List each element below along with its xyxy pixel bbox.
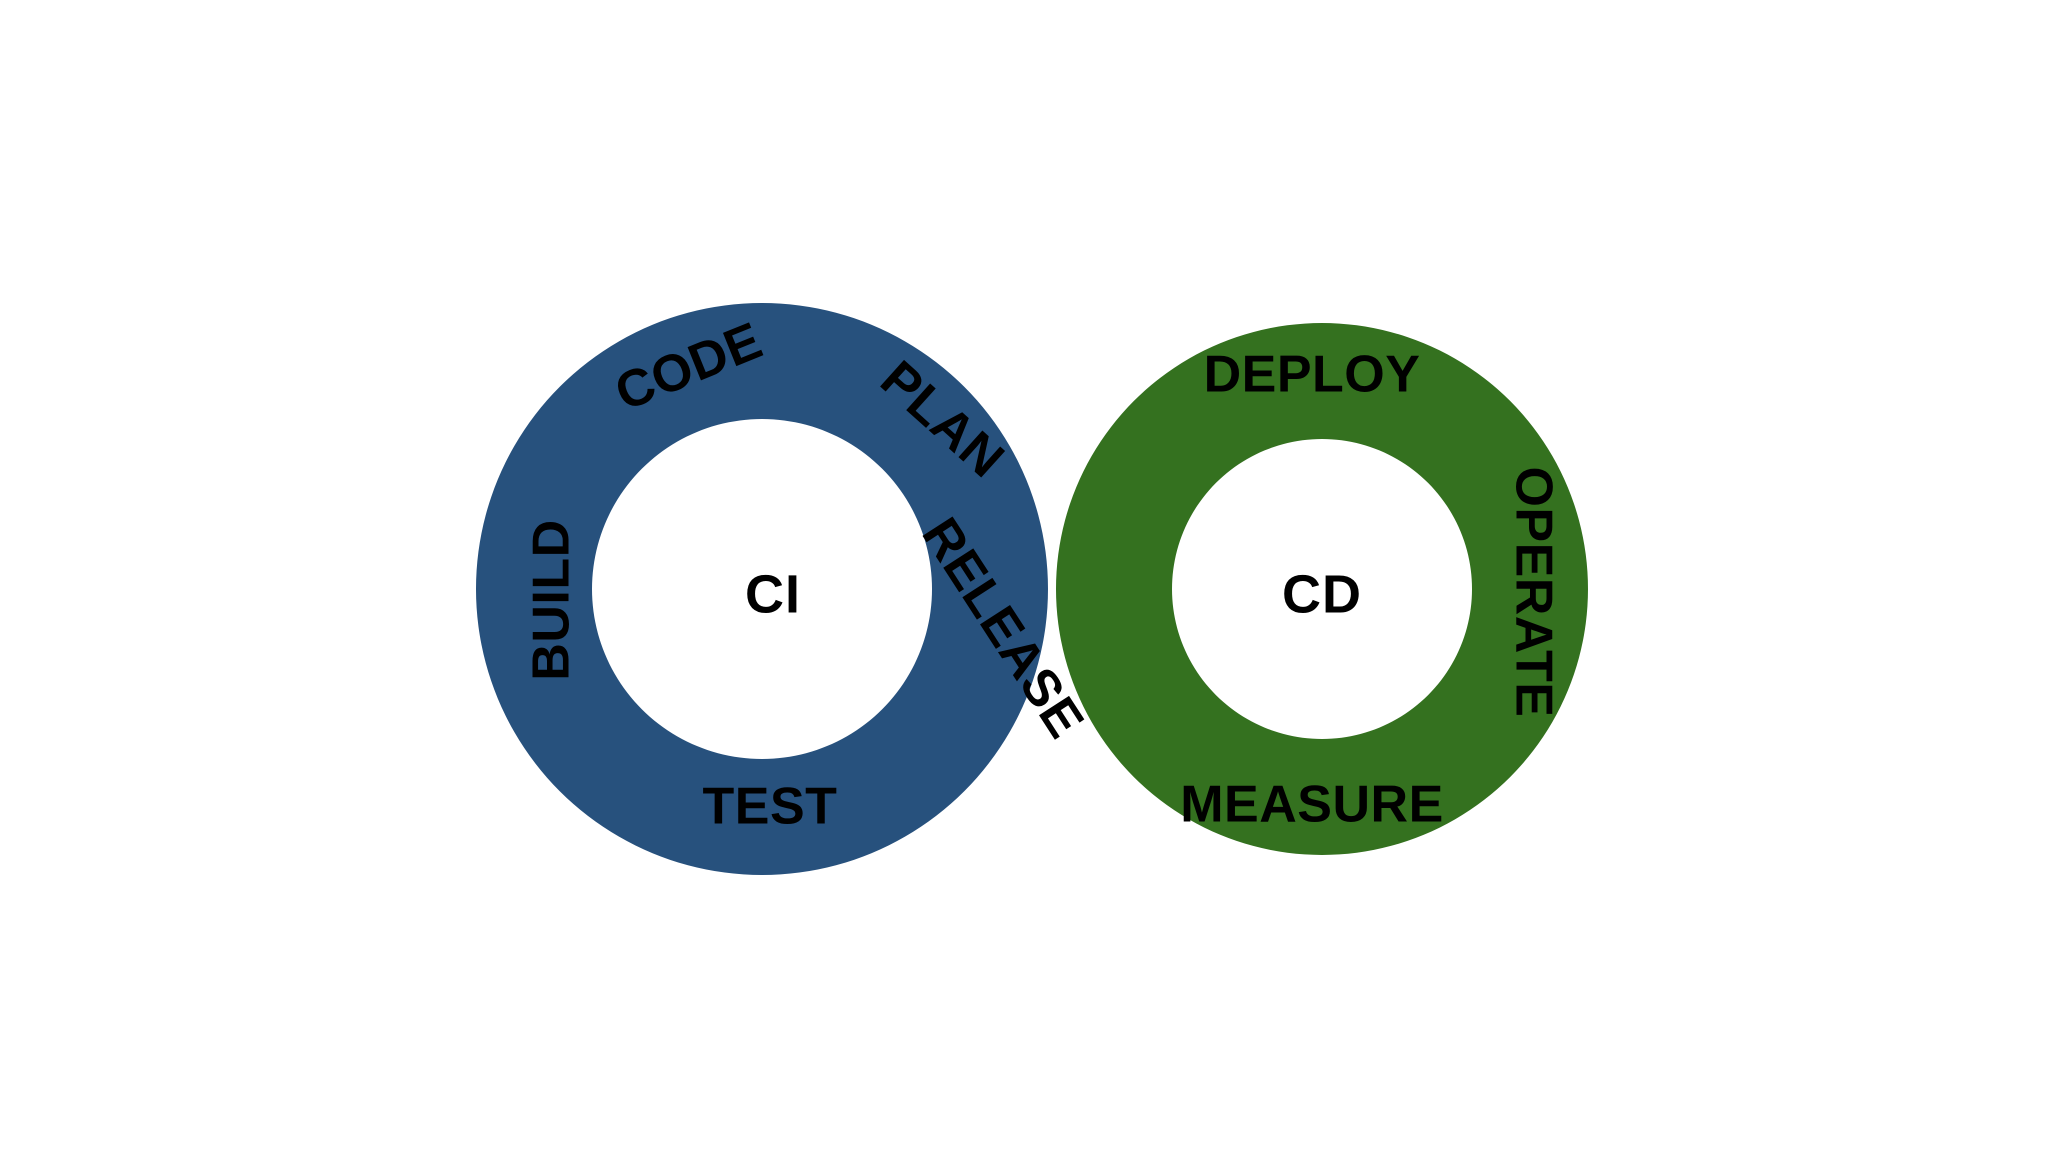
ci-stage-build: BUILD: [523, 519, 581, 680]
ci-stage-test: TEST: [703, 778, 838, 836]
cd-ring[interactable]: [1055, 323, 1588, 855]
cd-stage-measure: MEASURE: [1180, 776, 1444, 834]
ci-ring[interactable]: [475, 303, 1048, 875]
cd-loop-group[interactable]: CD DEPLOY OPERATE MEASURE: [1055, 323, 1588, 855]
cd-hub-label: CD: [1282, 564, 1362, 624]
cd-stage-operate: OPERATE: [1504, 466, 1562, 717]
ci-hub-label: CI: [745, 564, 801, 624]
cd-stage-deploy: DEPLOY: [1204, 346, 1421, 404]
